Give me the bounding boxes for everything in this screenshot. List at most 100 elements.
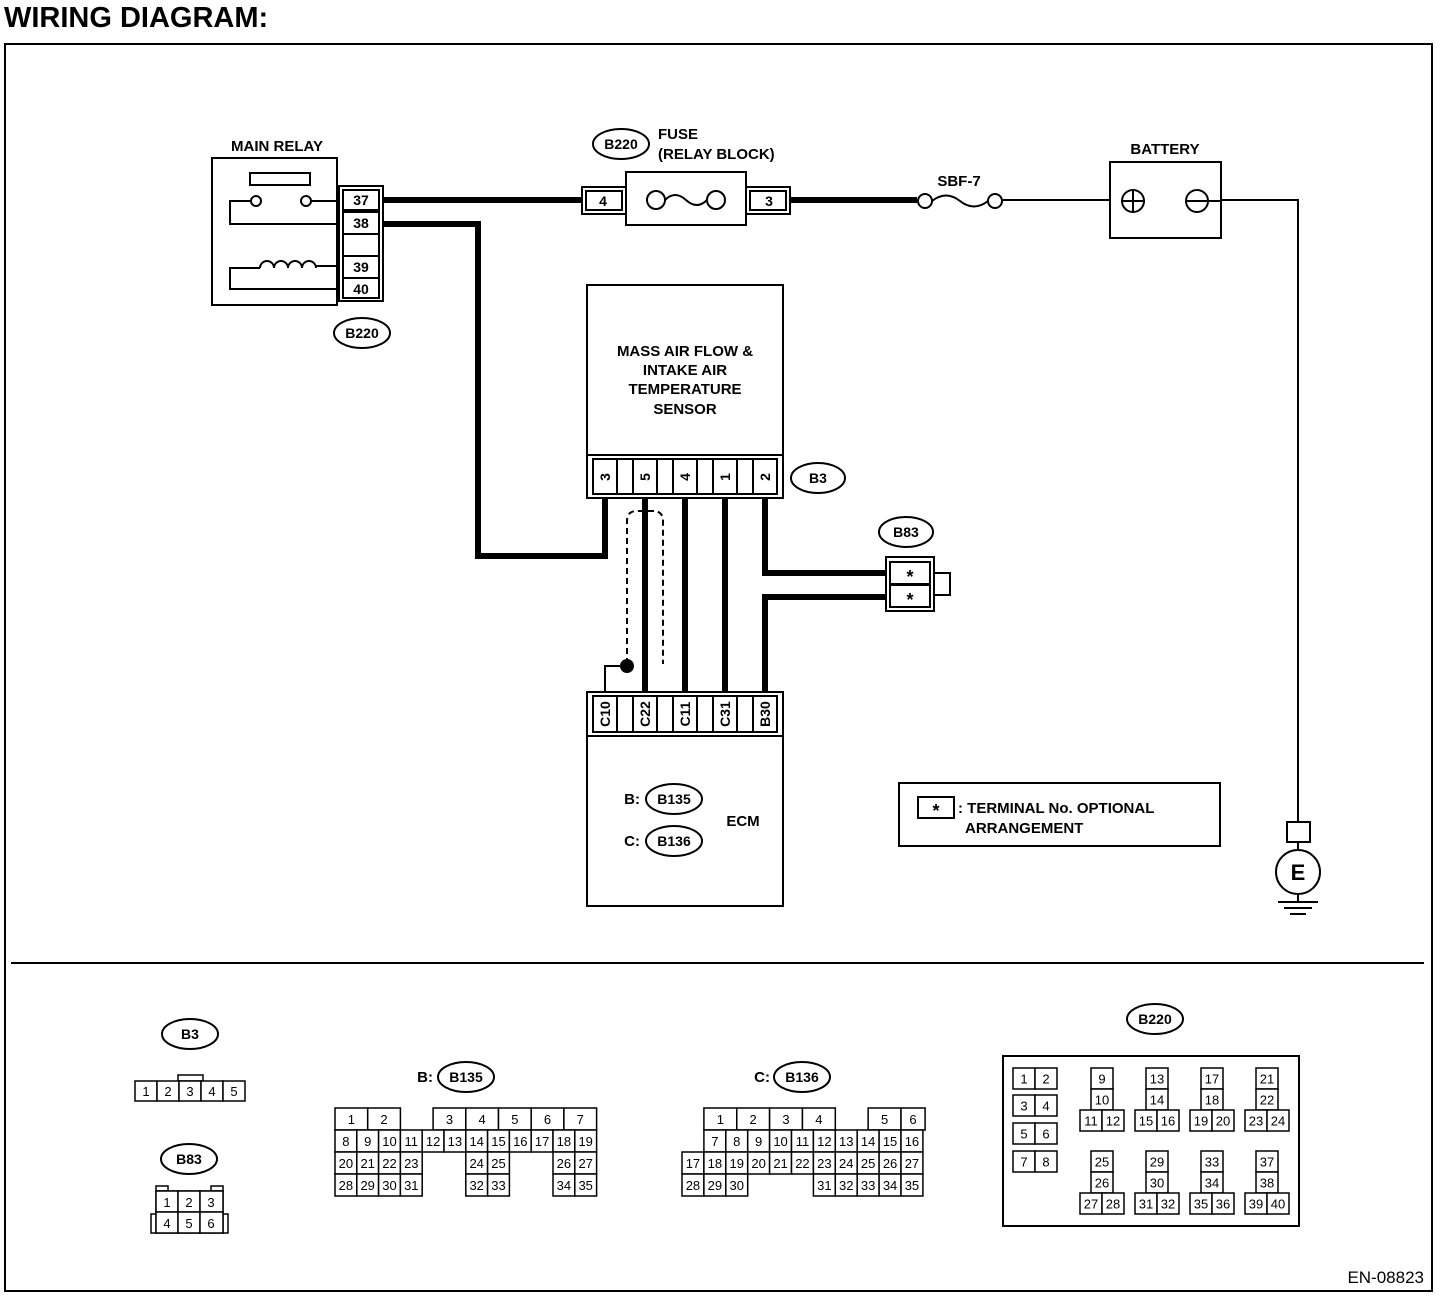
b83-connector-label: B83 bbox=[893, 524, 919, 540]
b220-pin: 32 bbox=[1161, 1197, 1175, 1212]
sensor-terminal-2: 2 bbox=[757, 473, 773, 481]
b220-pin: 35 bbox=[1194, 1197, 1208, 1212]
b135-pin: 18 bbox=[557, 1134, 571, 1149]
sensor-terminal-4: 4 bbox=[677, 473, 693, 481]
b135-pin: 32 bbox=[469, 1178, 483, 1193]
b136-pin: 22 bbox=[795, 1156, 809, 1171]
b220-pin: 11 bbox=[1084, 1114, 1098, 1129]
b136-pin: 35 bbox=[905, 1178, 919, 1193]
b136-pin-cell bbox=[900, 1173, 924, 1197]
b136-pin: 10 bbox=[773, 1134, 787, 1149]
b83-pin: 4 bbox=[163, 1216, 170, 1231]
b220-pin: 12 bbox=[1106, 1114, 1120, 1129]
maf-iat-sensor: MASS AIR FLOW & INTAKE AIR TEMPERATURE S… bbox=[586, 284, 846, 499]
legend-line2: ARRANGEMENT bbox=[965, 820, 1083, 837]
b136-pin: 26 bbox=[883, 1156, 897, 1171]
fuse-terminal-4: 4 bbox=[599, 193, 607, 209]
main-relay: MAIN RELAY 37 38 39 40 B220 bbox=[211, 138, 391, 349]
b136-pin: 6 bbox=[909, 1112, 916, 1127]
b136-pin: 31 bbox=[817, 1178, 831, 1193]
relay-coil-icon bbox=[229, 260, 337, 290]
battery-label: BATTERY bbox=[1130, 141, 1199, 158]
b136-pin: 15 bbox=[883, 1134, 897, 1149]
b83-connector: B83 * * bbox=[878, 516, 951, 612]
b3-view-label: B3 bbox=[181, 1026, 199, 1042]
b136-pin: 20 bbox=[751, 1156, 765, 1171]
b135-pin: 17 bbox=[535, 1134, 549, 1149]
b220-pin-cell bbox=[1156, 1192, 1180, 1215]
fuse-label-line1: FUSE bbox=[658, 126, 698, 143]
b135-pin: 15 bbox=[491, 1134, 505, 1149]
b136-pin: 21 bbox=[773, 1156, 787, 1171]
b220-pin: 16 bbox=[1161, 1114, 1175, 1129]
b83-pin: 6 bbox=[207, 1216, 214, 1231]
b136-pin: 28 bbox=[686, 1178, 700, 1193]
b220-pin: 8 bbox=[1042, 1155, 1049, 1170]
b220-pin: 19 bbox=[1194, 1114, 1208, 1129]
b220-pin-cell bbox=[1211, 1192, 1235, 1215]
b220-pin: 31 bbox=[1139, 1197, 1153, 1212]
b135-pin: 31 bbox=[404, 1178, 418, 1193]
b135-pin-cell bbox=[486, 1173, 511, 1197]
b136-pin: 12 bbox=[817, 1134, 831, 1149]
b220-pin-cell bbox=[1266, 1109, 1290, 1132]
ecm-connector-b-prefix: B: bbox=[624, 791, 640, 808]
b135-pin: 3 bbox=[446, 1112, 453, 1127]
relay-terminal-37: 37 bbox=[353, 192, 369, 208]
b220-pin: 23 bbox=[1249, 1114, 1263, 1129]
b220-pin: 15 bbox=[1139, 1114, 1153, 1129]
b220-pin: 7 bbox=[1020, 1155, 1027, 1170]
b136-pin: 3 bbox=[782, 1112, 789, 1127]
b220-pin-cell bbox=[1156, 1109, 1180, 1132]
b135-pin: 21 bbox=[360, 1156, 374, 1171]
ground-terminal-icon bbox=[1286, 821, 1311, 843]
b220-pin: 33 bbox=[1205, 1155, 1219, 1170]
b135-pin: 14 bbox=[469, 1134, 483, 1149]
connector-view-b3: B3 1 2 3 4 5 bbox=[134, 1018, 246, 1102]
b135-pin: 10 bbox=[382, 1134, 396, 1149]
figure-code: EN-08823 bbox=[1347, 1268, 1424, 1287]
b220-pin-cell bbox=[1101, 1192, 1125, 1215]
b220-pin: 18 bbox=[1205, 1093, 1219, 1108]
b220-pin-cell bbox=[1034, 1094, 1058, 1117]
ecm-terminal-c22: C22 bbox=[637, 701, 653, 727]
connector-view-b83: B83 1 2 3 4 5 6 bbox=[150, 1143, 229, 1234]
b220-view-label: B220 bbox=[1138, 1011, 1172, 1027]
b136-pin: 17 bbox=[686, 1156, 700, 1171]
sensor-label-line3: TEMPERATURE bbox=[628, 381, 741, 398]
relay-contact-bar-icon bbox=[249, 172, 311, 186]
b220-pin: 26 bbox=[1095, 1176, 1109, 1191]
b135-pin: 27 bbox=[578, 1156, 592, 1171]
b220-pin: 21 bbox=[1260, 1072, 1274, 1087]
b136-pin: 5 bbox=[881, 1112, 888, 1127]
b136-view-label: B136 bbox=[785, 1069, 819, 1085]
b136-pin: 1 bbox=[717, 1112, 724, 1127]
b135-pin: 6 bbox=[544, 1112, 551, 1127]
ecm-terminal-b30: B30 bbox=[757, 701, 773, 727]
wires bbox=[382, 197, 1299, 822]
b135-pin: 35 bbox=[578, 1178, 592, 1193]
b136-pin: 2 bbox=[750, 1112, 757, 1127]
b135-pin: 7 bbox=[577, 1112, 584, 1127]
relay-terminal-40: 40 bbox=[353, 281, 369, 297]
b220-pin: 5 bbox=[1020, 1127, 1027, 1142]
b136-pin-cell bbox=[725, 1173, 749, 1197]
b220-pin: 24 bbox=[1271, 1114, 1285, 1129]
fuse-terminal-3: 3 bbox=[765, 193, 773, 209]
b3-pin: 2 bbox=[164, 1084, 171, 1099]
b220-pin: 38 bbox=[1260, 1176, 1274, 1191]
b83-pin: 5 bbox=[185, 1216, 192, 1231]
b135-pin: 28 bbox=[339, 1178, 353, 1193]
b136-pin: 19 bbox=[730, 1156, 744, 1171]
b220-pin: 30 bbox=[1150, 1176, 1164, 1191]
b220-pin: 3 bbox=[1020, 1099, 1027, 1114]
relay-terminal-block: 37 38 39 40 bbox=[338, 185, 384, 302]
b135-pin: 16 bbox=[513, 1134, 527, 1149]
wire-b83-top bbox=[762, 496, 890, 576]
earth-ground-icon bbox=[1278, 894, 1318, 915]
diagram-frame bbox=[4, 43, 1433, 1292]
b220-pin: 39 bbox=[1249, 1197, 1263, 1212]
b135-pin: 24 bbox=[469, 1156, 483, 1171]
b220-pin: 10 bbox=[1095, 1093, 1109, 1108]
